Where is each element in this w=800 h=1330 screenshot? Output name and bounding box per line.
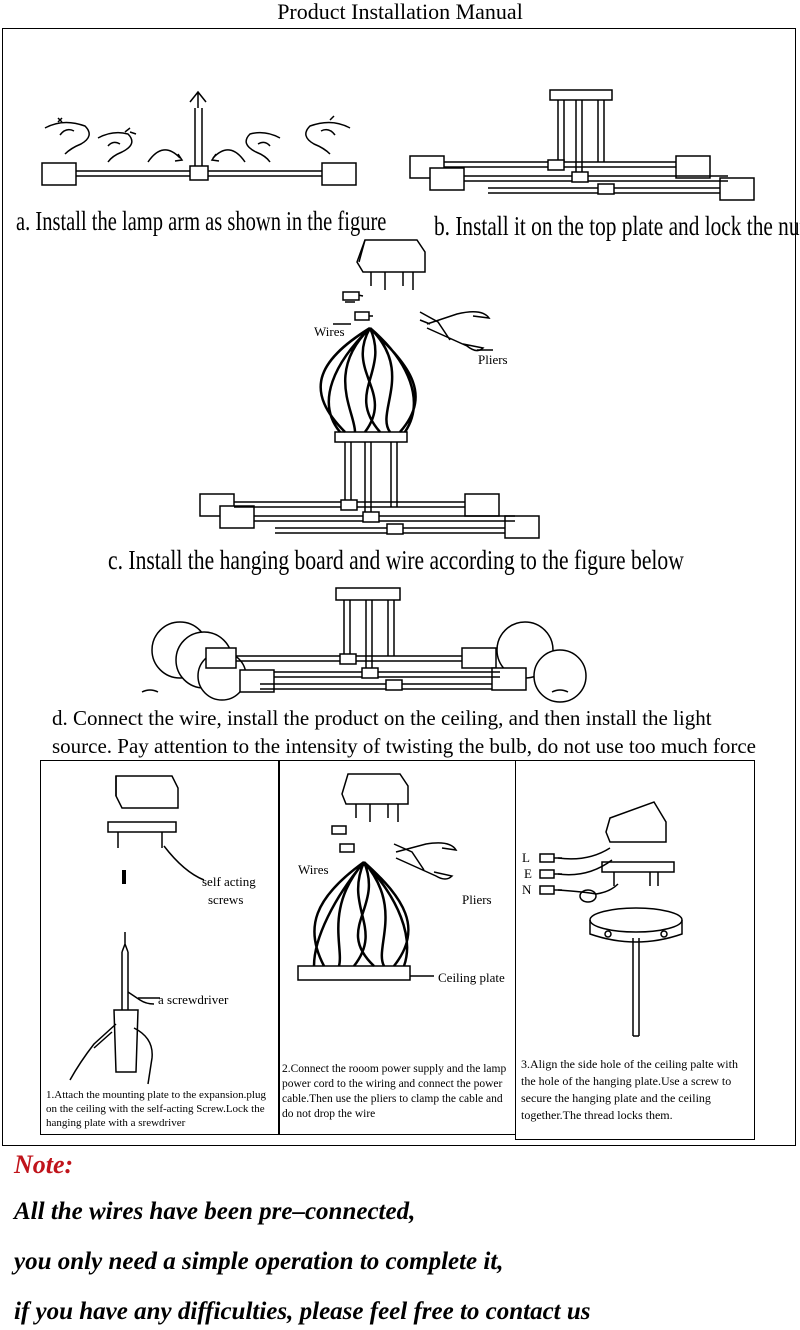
panel-3-text: 3.Align the side hole of the ceiling pal…: [521, 1057, 738, 1122]
note-title: Note:: [14, 1150, 74, 1179]
step-c-caption: c. Install the hanging board and wire ac…: [108, 545, 684, 575]
panel-2-illustration: [297, 773, 458, 981]
panel-1-text: 1.Attach the mounting plate to the expan…: [46, 1089, 266, 1129]
pliers-label-c: Pliers: [478, 352, 508, 367]
note-line-2: you only need a simple operation to comp…: [14, 1248, 504, 1275]
step-d-caption-line2: source. Pay attention to the intensity o…: [52, 734, 756, 758]
manual-frame: [2, 28, 796, 1146]
panel-3-illustration: [539, 801, 683, 1037]
step-a-illustration: [41, 90, 357, 186]
n-wire-label: N: [522, 882, 532, 897]
panel-3: [515, 760, 755, 1140]
pliers-label-2: Pliers: [462, 892, 492, 907]
screwdriver-label: a screwdriver: [158, 992, 229, 1007]
note-line-3: if you have any difficulties, please fee…: [14, 1298, 591, 1325]
wires-label-c: Wires: [314, 324, 345, 339]
panel-1: [40, 760, 279, 1135]
ceiling-plate-label: Ceiling plate: [438, 970, 505, 985]
step-d-illustration: [141, 587, 587, 703]
e-wire-label: E: [524, 866, 532, 881]
panel-2-text: 2.Connect the rooom power supply and the…: [282, 1063, 507, 1120]
panel-1-illustration: [69, 775, 205, 1085]
step-d-caption-line1: d. Connect the wire, install the product…: [52, 706, 712, 730]
note-line-1: All the wires have been pre–connected,: [14, 1198, 416, 1225]
l-wire-label: L: [522, 850, 530, 865]
screwdriver-leader: [138, 997, 160, 999]
page-title: Product Installation Manual: [277, 0, 523, 24]
step-b-illustration: [409, 89, 755, 201]
self-acting-screws-label-2: screws: [208, 892, 244, 907]
step-b-caption: b. Install it on the top plate and lock …: [434, 211, 800, 241]
wires-label-2: Wires: [298, 862, 329, 877]
self-acting-screws-label-1: self acting: [202, 874, 256, 889]
step-a-caption: a. Install the lamp arm as shown in the …: [16, 206, 387, 236]
step-c-illustration: [199, 239, 540, 539]
